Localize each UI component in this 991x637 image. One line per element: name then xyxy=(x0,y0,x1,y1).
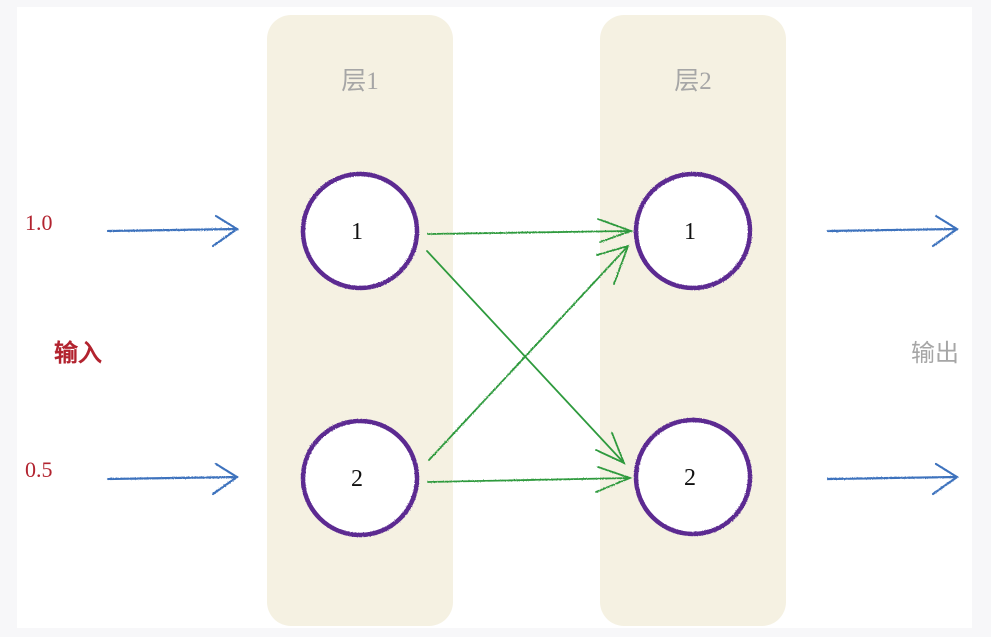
layer-1-title: 层1 xyxy=(341,68,379,95)
layer-2-node-2-label: 2 xyxy=(684,465,696,491)
input-arrow-1 xyxy=(106,214,239,248)
input-value-1: 1.0 xyxy=(25,210,53,235)
input-value-2: 0.5 xyxy=(25,457,53,482)
diagram-canvas xyxy=(17,7,972,628)
layer-2-node-2: 2 xyxy=(633,417,753,537)
output-arrow-2 xyxy=(826,462,959,496)
layer-1-node-2: 2 xyxy=(300,418,420,538)
input-label: 输入 xyxy=(54,339,102,367)
output-arrow-1 xyxy=(826,214,959,248)
layer-1-node-1-label: 1 xyxy=(351,219,363,245)
layer-1-node-2-label: 2 xyxy=(351,466,363,492)
connection-l1n1-to-l2n1 xyxy=(427,218,634,243)
layer-2-node-1: 1 xyxy=(633,171,753,291)
connection-l1n2-to-l2n1 xyxy=(428,244,630,461)
layer-1-node-1: 1 xyxy=(300,171,420,291)
connection-l1n2-to-l2n2 xyxy=(427,466,633,493)
layer-2-node-1-label: 1 xyxy=(684,219,696,245)
layer-2-title: 层2 xyxy=(674,68,712,95)
output-label: 输出 xyxy=(911,339,959,367)
input-arrow-2 xyxy=(106,462,239,496)
